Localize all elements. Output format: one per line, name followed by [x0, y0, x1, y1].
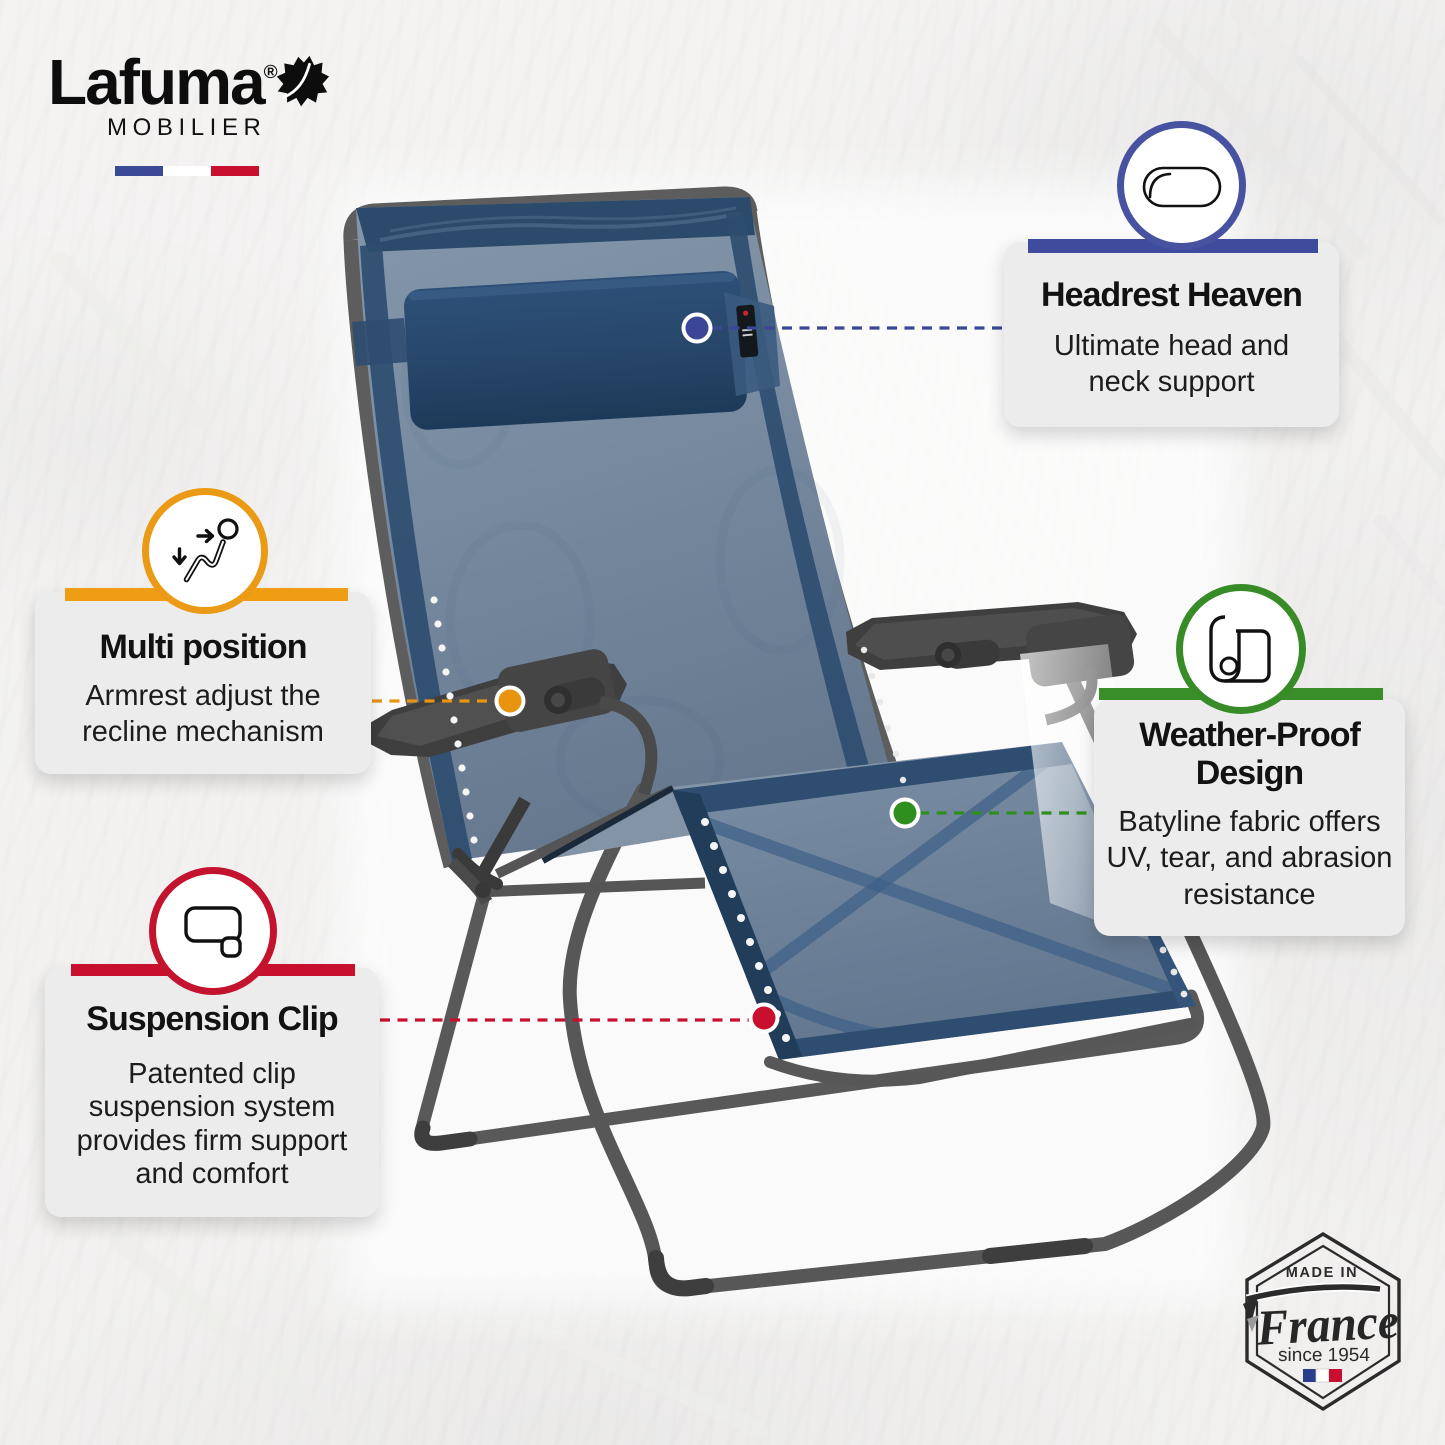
- svg-text:since 1954: since 1954: [1278, 1345, 1370, 1366]
- svg-text:MADE IN: MADE IN: [1286, 1265, 1358, 1281]
- svg-text:France: France: [1254, 1292, 1400, 1355]
